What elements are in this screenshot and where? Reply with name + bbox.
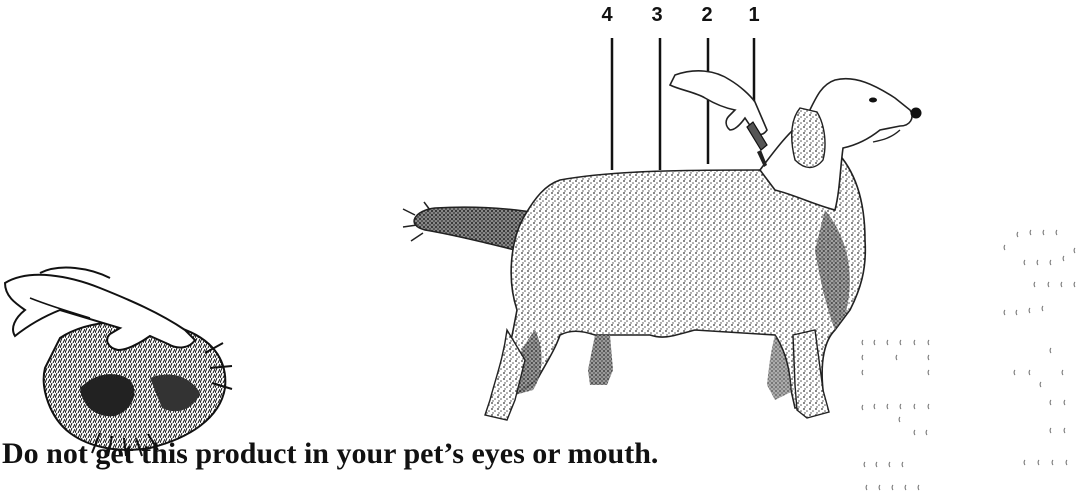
speckle-pattern (855, 220, 1082, 499)
small-dog-with-hand-illustration (0, 258, 235, 458)
safety-caption: Do not get this product in your pet’s ey… (2, 437, 658, 471)
application-point-4-label: 4 (597, 4, 617, 27)
application-point-3-label: 3 (647, 4, 667, 27)
application-point-1-label: 1 (744, 4, 764, 27)
application-point-2-label: 2 (697, 4, 717, 27)
